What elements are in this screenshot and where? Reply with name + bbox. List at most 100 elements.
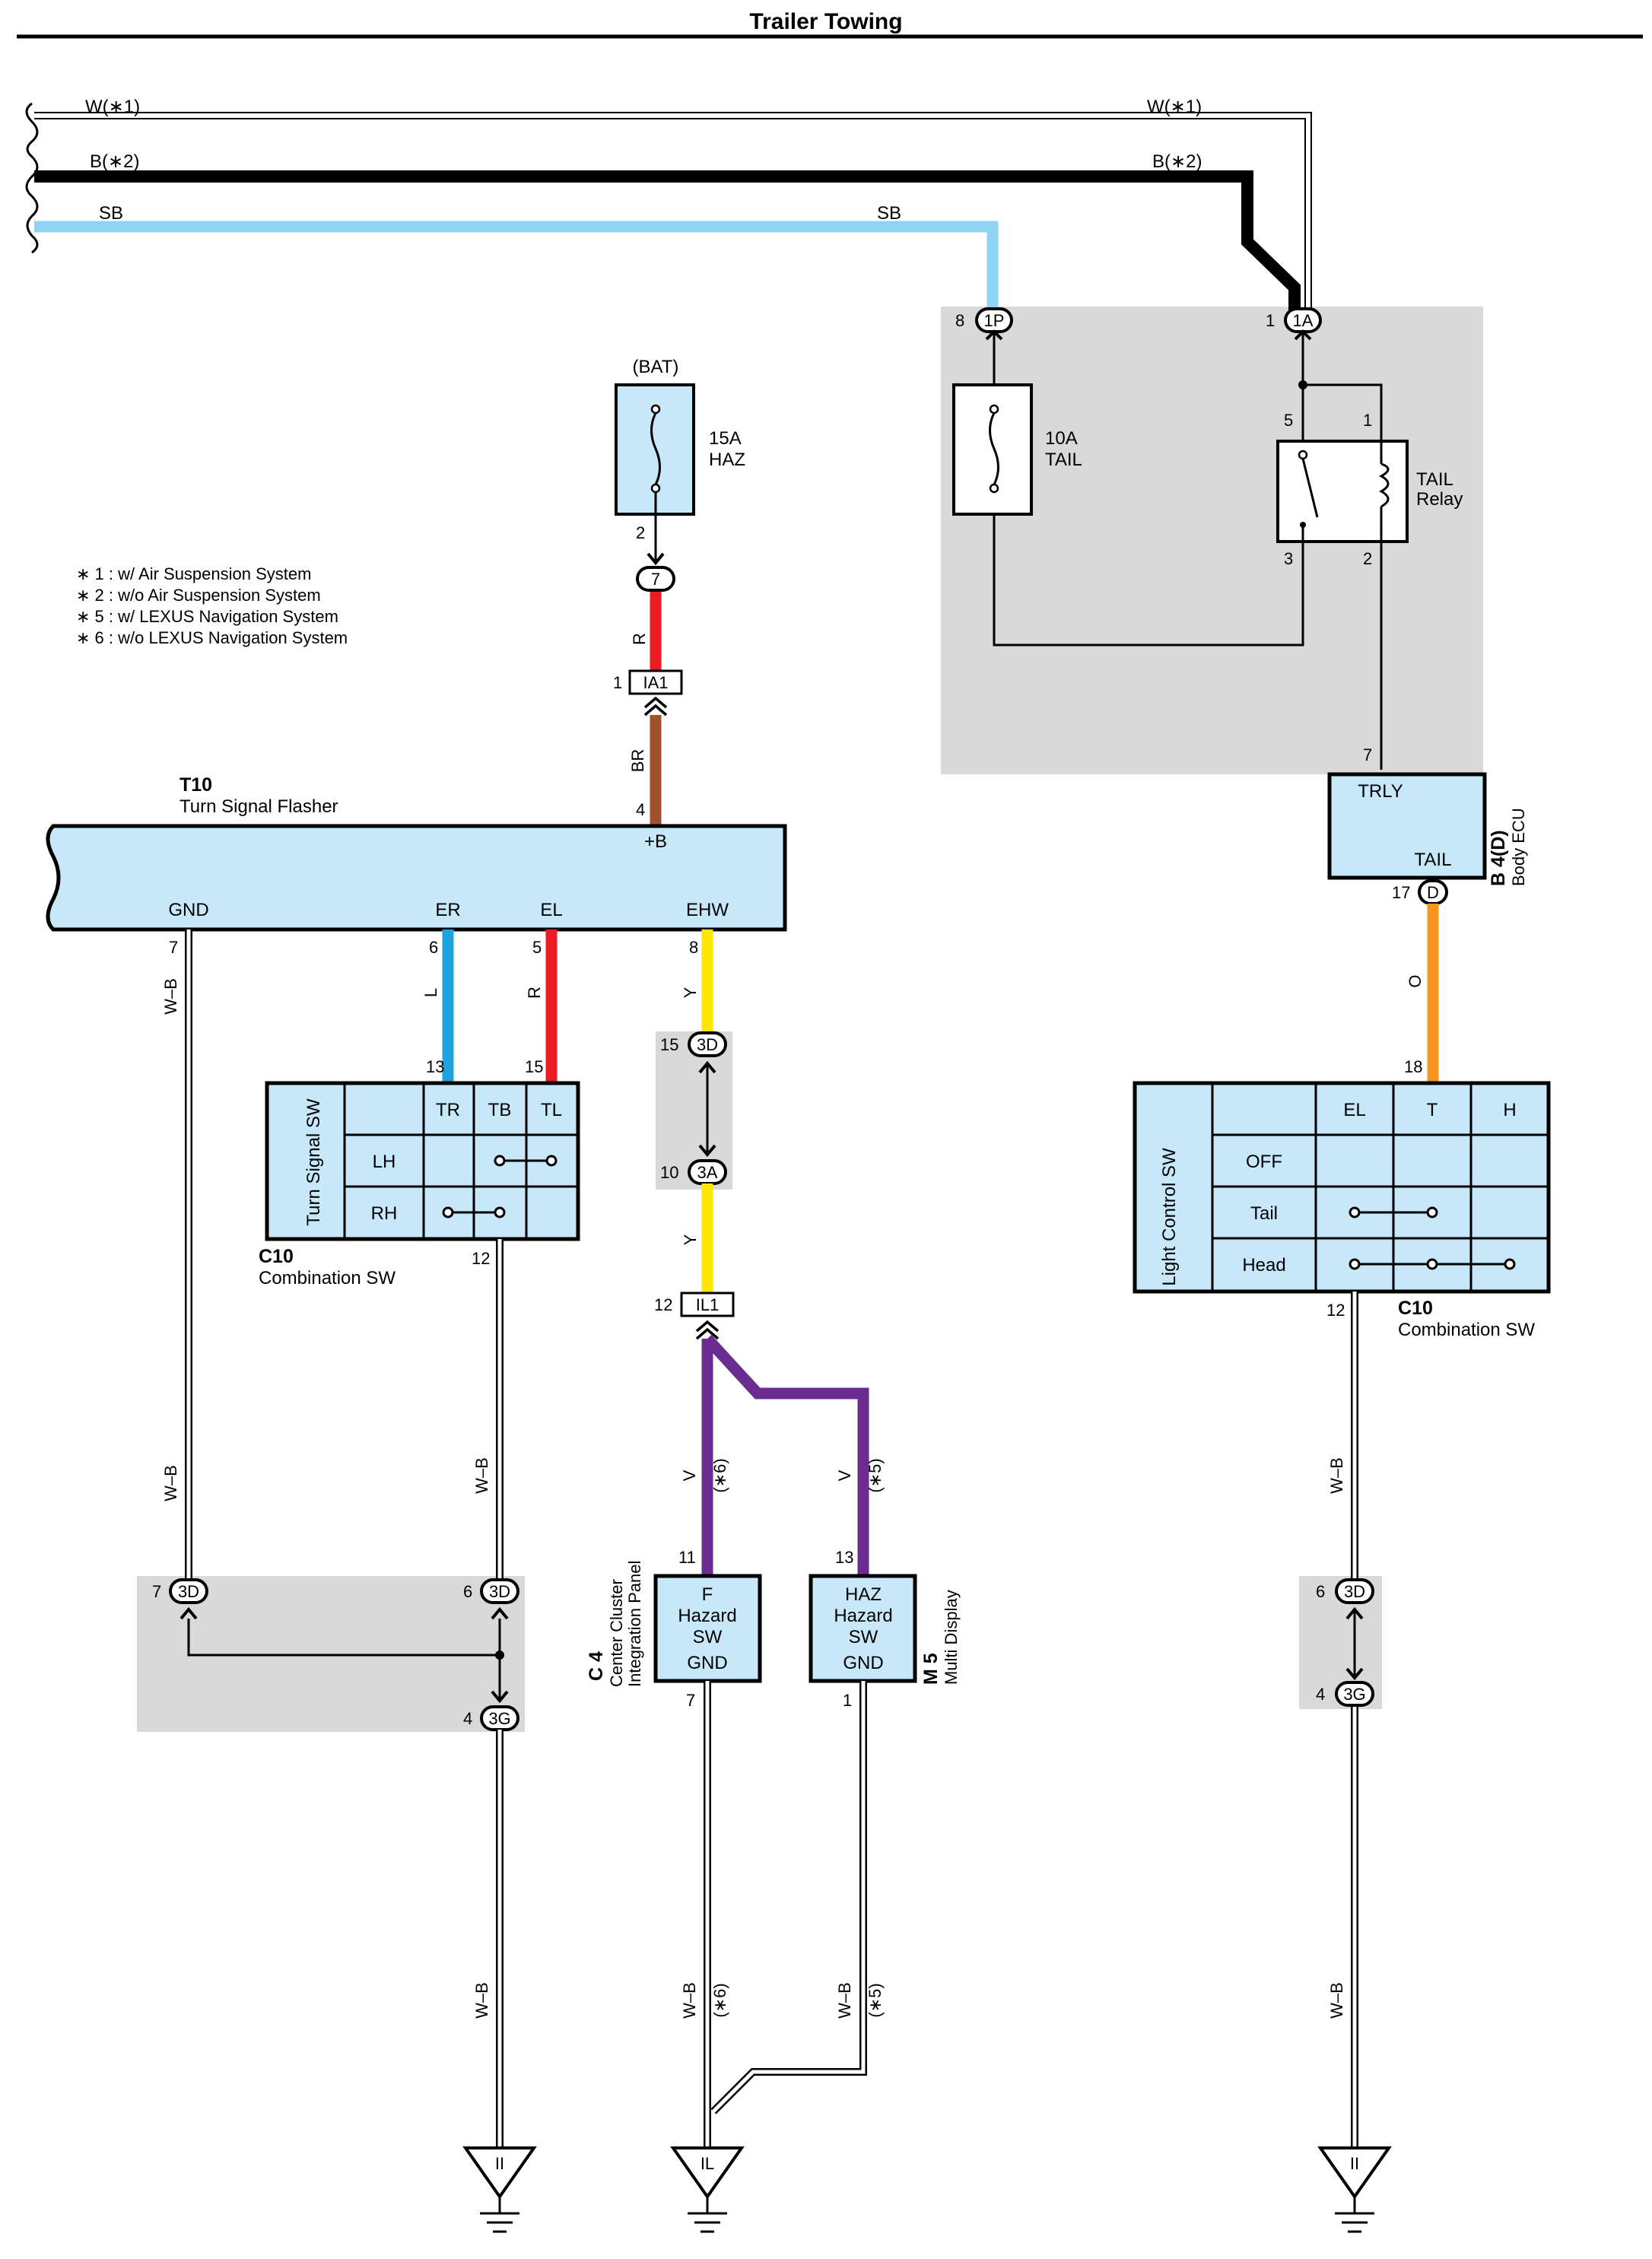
lcs-col-t: T [1427,1100,1438,1120]
svg-text:3D: 3D [489,1582,510,1601]
c4-line-2: Hazard [678,1606,736,1626]
svg-text:1: 1 [613,673,622,692]
fuse-haz-name: HAZ [709,450,745,470]
connector-il1: IL1 12 [654,1292,735,1340]
label-wire-v-6: V [680,1469,699,1481]
lcs-name: Combination SW [1398,1320,1535,1340]
fuse-15a-haz: (BAT) 15A HAZ 2 [615,357,745,566]
wire-w-bus [34,112,1312,312]
wire-wb-c4-m5 [704,1681,867,2148]
label-wire-l: L [421,988,440,997]
label-wb-right-mid: W–B [1327,1457,1346,1494]
ecu-term-tail: TAIL [1415,850,1452,870]
m5-line-4: GND [843,1653,883,1673]
label-wire-r-haz: R [630,633,649,645]
svg-text:1A: 1A [1293,311,1314,330]
svg-text:II: II [495,2154,504,2173]
fuse-tail-name: TAIL [1045,450,1082,470]
fuse-tail-amp: 10A [1045,428,1078,449]
svg-text:D: D [1427,883,1439,902]
flasher-pin-ehw: 8 [689,938,698,957]
flasher-term-gnd: GND [168,900,208,920]
svg-text:6: 6 [463,1582,472,1601]
label-wb-m5-note: (∗5) [866,1983,885,2017]
ecu-term-trly: TRLY [1358,781,1403,802]
svg-text:12: 12 [654,1295,672,1314]
label-wire-br: BR [628,749,647,773]
lcs-col-h: H [1503,1100,1516,1120]
flasher-term-ehw: EHW [686,900,729,920]
svg-text:3A: 3A [697,1163,718,1182]
label-wire-y-upper: Y [681,987,700,998]
ground-ii-left: II [462,2146,537,2233]
label-sb-left: SB [99,203,123,224]
m5-line-3: SW [849,1627,878,1647]
ecu-code: B 4(D) [1488,830,1509,886]
flasher-pin-el: 5 [532,938,542,957]
diagram-title: Trailer Towing [749,9,902,34]
svg-text:7: 7 [152,1582,161,1601]
connector-1a: 1A 1 [1266,307,1322,341]
tsw-pin-tr: 13 [426,1057,444,1076]
ecu-pin-trly: 7 [1363,745,1372,764]
c4-pin-gnd: 7 [686,1691,695,1710]
turn-signal-flasher: T10 Turn Signal Flasher +B 4 GND ER EL E… [46,774,787,957]
connector-ia1: IA1 1 [613,669,683,716]
turn-signal-switch: 13 15 TR TB TL LH RH Turn Signal SW C10 … [259,1057,580,1288]
note-1: ∗ 1 : w/ Air Suspension System [76,564,311,583]
svg-text:1: 1 [1266,311,1275,330]
svg-text:3D: 3D [178,1582,199,1601]
label-w-right: W(∗1) [1147,97,1202,117]
label-wire-v-5-note: (∗5) [866,1458,885,1492]
wire-b-bus [34,170,1301,312]
label-wire-y-lower: Y [681,1234,700,1245]
note-3: ∗ 5 : w/ LEXUS Navigation System [76,607,338,626]
connector-7: 7 [636,566,675,592]
tsw-name: Combination SW [259,1268,396,1288]
svg-text:3D: 3D [697,1035,718,1054]
flasher-pin-er: 6 [429,938,438,957]
m5-code: M 5 [920,1653,942,1685]
svg-text:4: 4 [1316,1685,1325,1704]
label-wb-m5: W–B [835,1982,854,2019]
c4-code: C 4 [586,1651,607,1681]
label-wb-c4-note: (∗6) [710,1983,729,2017]
body-ecu: 7 TRLY TAIL B 4(D) Body ECU [1327,745,1528,886]
tsw-pin-tl: 15 [525,1057,543,1076]
relay-name-2: Relay [1416,489,1463,510]
svg-text:6: 6 [1316,1582,1325,1601]
tsw-col-tr: TR [436,1100,460,1120]
tsw-row-lh: LH [373,1152,396,1172]
center-cluster-panel: 11 F Hazard SW GND C 4 Center Cluster In… [586,1548,762,1710]
light-control-switch: 18 EL T H OFF Tail Head Light Control SW… [1133,1057,1551,1340]
lcs-side-label: Light Control SW [1159,1148,1180,1286]
svg-text:10: 10 [660,1163,678,1182]
flasher-name: Turn Signal Flasher [179,796,338,817]
tsw-side-label: Turn Signal SW [303,1098,324,1226]
m5-name: Multi Display [942,1590,961,1685]
c4-line-4: GND [687,1653,727,1673]
relay-pin-1: 1 [1363,411,1372,430]
tsw-col-tb: TB [488,1100,512,1120]
label-wb-flasher-mid: W–B [161,1465,180,1501]
relay-tail: 5 1 3 2 TAIL Relay [1276,332,1463,770]
lcs-pin-gnd: 12 [1326,1301,1345,1320]
ground-il: IL [670,2146,745,2233]
c4-name-2: Integration Panel [625,1561,644,1687]
fuse-haz-source: (BAT) [633,357,679,377]
wire-fuse-to-relay [993,514,1304,647]
svg-text:1P: 1P [984,311,1005,330]
multi-display: 13 HAZ Hazard SW GND M 5 Multi Display 1 [809,1548,961,1710]
junction-3d-3a: 3D 15 3A 10 [660,1031,727,1185]
relay-pin-5: 5 [1284,411,1293,430]
m5-pin-gnd: 1 [843,1691,852,1710]
label-w-left: W(∗1) [85,97,140,117]
notes: ∗ 1 : w/ Air Suspension System ∗ 2 : w/o… [76,564,348,647]
svg-text:3D: 3D [1344,1582,1365,1601]
flasher-term-er: ER [435,900,460,920]
m5-line-2: Hazard [834,1606,892,1626]
label-wb-right-bottom: W–B [1327,1982,1346,2019]
label-b-right: B(∗2) [1152,151,1202,172]
label-wire-v-5: V [835,1469,854,1481]
